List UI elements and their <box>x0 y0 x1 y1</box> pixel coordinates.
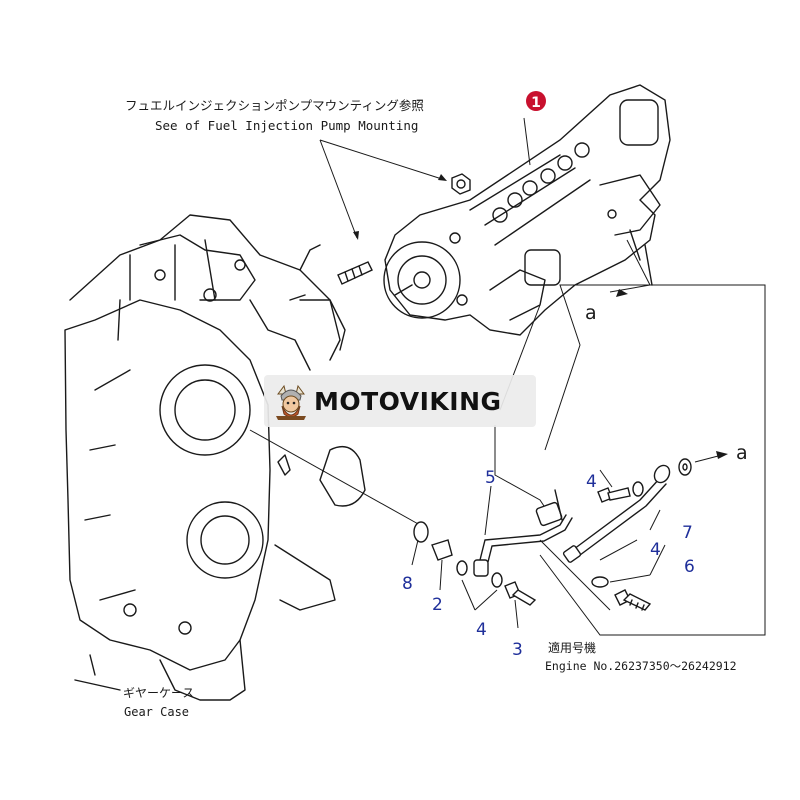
header-leaders <box>319 139 447 240</box>
injection-pump-drawing <box>383 84 671 336</box>
watermark-text: MOTOVIKING <box>314 386 502 416</box>
callout-8: 8 <box>402 574 413 594</box>
mounting-nut-drawing <box>451 173 471 195</box>
callout-4-low: 4 <box>476 620 487 640</box>
engine-label-jp: 適用号機 <box>548 640 596 655</box>
callout-3: 3 <box>512 640 523 660</box>
pipe-7-drawing <box>562 464 671 563</box>
callout-6: 6 <box>684 557 695 577</box>
ref-letter-a-right: a <box>736 442 748 464</box>
gear-case-label-en: Gear Case <box>124 705 189 719</box>
main-part-badge: 1 <box>526 91 546 111</box>
arrow-to-a <box>694 451 728 463</box>
main-part-number: 1 <box>531 95 541 111</box>
callout-leaders <box>411 469 666 629</box>
bolt-drawings <box>431 487 652 611</box>
callout-4-top: 4 <box>586 472 597 492</box>
washer-drawings <box>456 458 692 588</box>
callout-7: 7 <box>682 523 693 543</box>
callout-5: 5 <box>485 468 496 488</box>
plug-8-drawing <box>413 521 429 543</box>
watermark: MOTOVIKING <box>264 375 536 427</box>
viking-logo-icon <box>276 384 306 420</box>
header-jp: フュエルインジェクションポンプマウンティング参照 <box>125 98 424 113</box>
gear-case-drawing <box>64 214 421 701</box>
engine-range: Engine No.26237350～26242912 <box>545 659 737 673</box>
callout-4-mid: 4 <box>650 540 661 560</box>
header-en: See of Fuel Injection Pump Mounting <box>155 118 418 133</box>
gear-case-label-jp: ギヤーケース <box>123 686 194 700</box>
ref-letter-a-upper: a <box>585 302 597 324</box>
fuel-pipe-drawing <box>473 489 573 577</box>
callout-2: 2 <box>432 595 443 615</box>
mounting-stud-drawing <box>337 261 373 285</box>
